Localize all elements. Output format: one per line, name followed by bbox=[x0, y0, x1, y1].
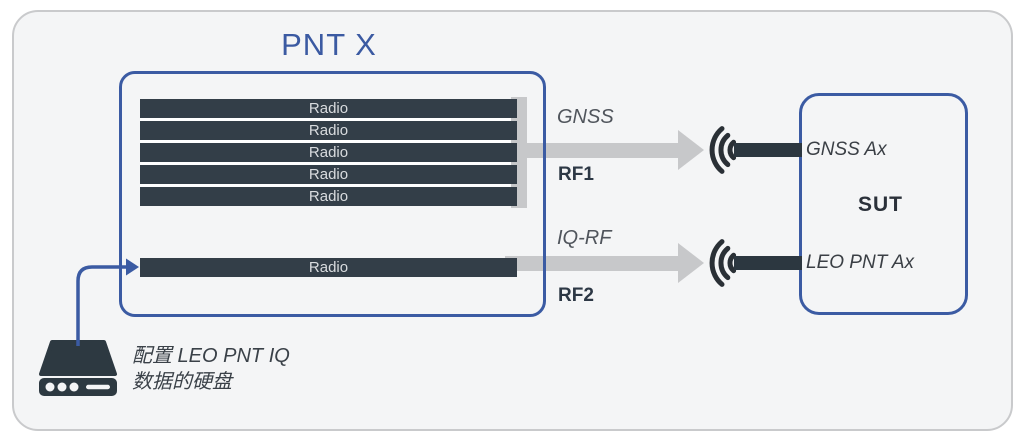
iqrf-signal-shaft bbox=[505, 256, 681, 271]
radio-bar: Radio bbox=[140, 99, 517, 118]
hdd-caption-line1: 配置 LEO PNT IQ bbox=[132, 345, 290, 367]
wireless-signal-icon bbox=[709, 126, 737, 174]
radio-bar: Radio bbox=[140, 121, 517, 140]
label-leo-pnt-ax: LEO PNT Ax bbox=[806, 252, 915, 273]
label-rf2: RF2 bbox=[558, 285, 594, 306]
radio-bar: Radio bbox=[140, 187, 517, 206]
label-gnss: GNSS bbox=[557, 106, 614, 128]
gnss-signal-shaft bbox=[520, 143, 681, 158]
label-iq-rf: IQ-RF bbox=[557, 227, 612, 249]
radio-bar-single: Radio bbox=[140, 258, 517, 277]
pntx-title: PNT X bbox=[281, 27, 377, 62]
hdd-caption: 配置 LEO PNT IQ 数据的硬盘 bbox=[132, 343, 290, 395]
iqrf-arrowhead-icon bbox=[678, 243, 704, 283]
antenna-feed-leo bbox=[734, 256, 802, 270]
wireless-signal-icon bbox=[709, 239, 737, 287]
antenna-feed-gnss bbox=[734, 143, 802, 157]
label-rf1: RF1 bbox=[558, 164, 594, 185]
hdd-connector-arrow bbox=[76, 258, 139, 346]
label-sut: SUT bbox=[858, 193, 903, 216]
radio-bar: Radio bbox=[140, 165, 517, 184]
diagram-card bbox=[12, 10, 1013, 431]
gnss-arrowhead-icon bbox=[678, 130, 704, 170]
radio-bar: Radio bbox=[140, 143, 517, 162]
hdd-caption-line2: 数据的硬盘 bbox=[132, 371, 232, 393]
label-gnss-ax: GNSS Ax bbox=[806, 139, 887, 160]
hard-drive-icon bbox=[39, 340, 117, 396]
